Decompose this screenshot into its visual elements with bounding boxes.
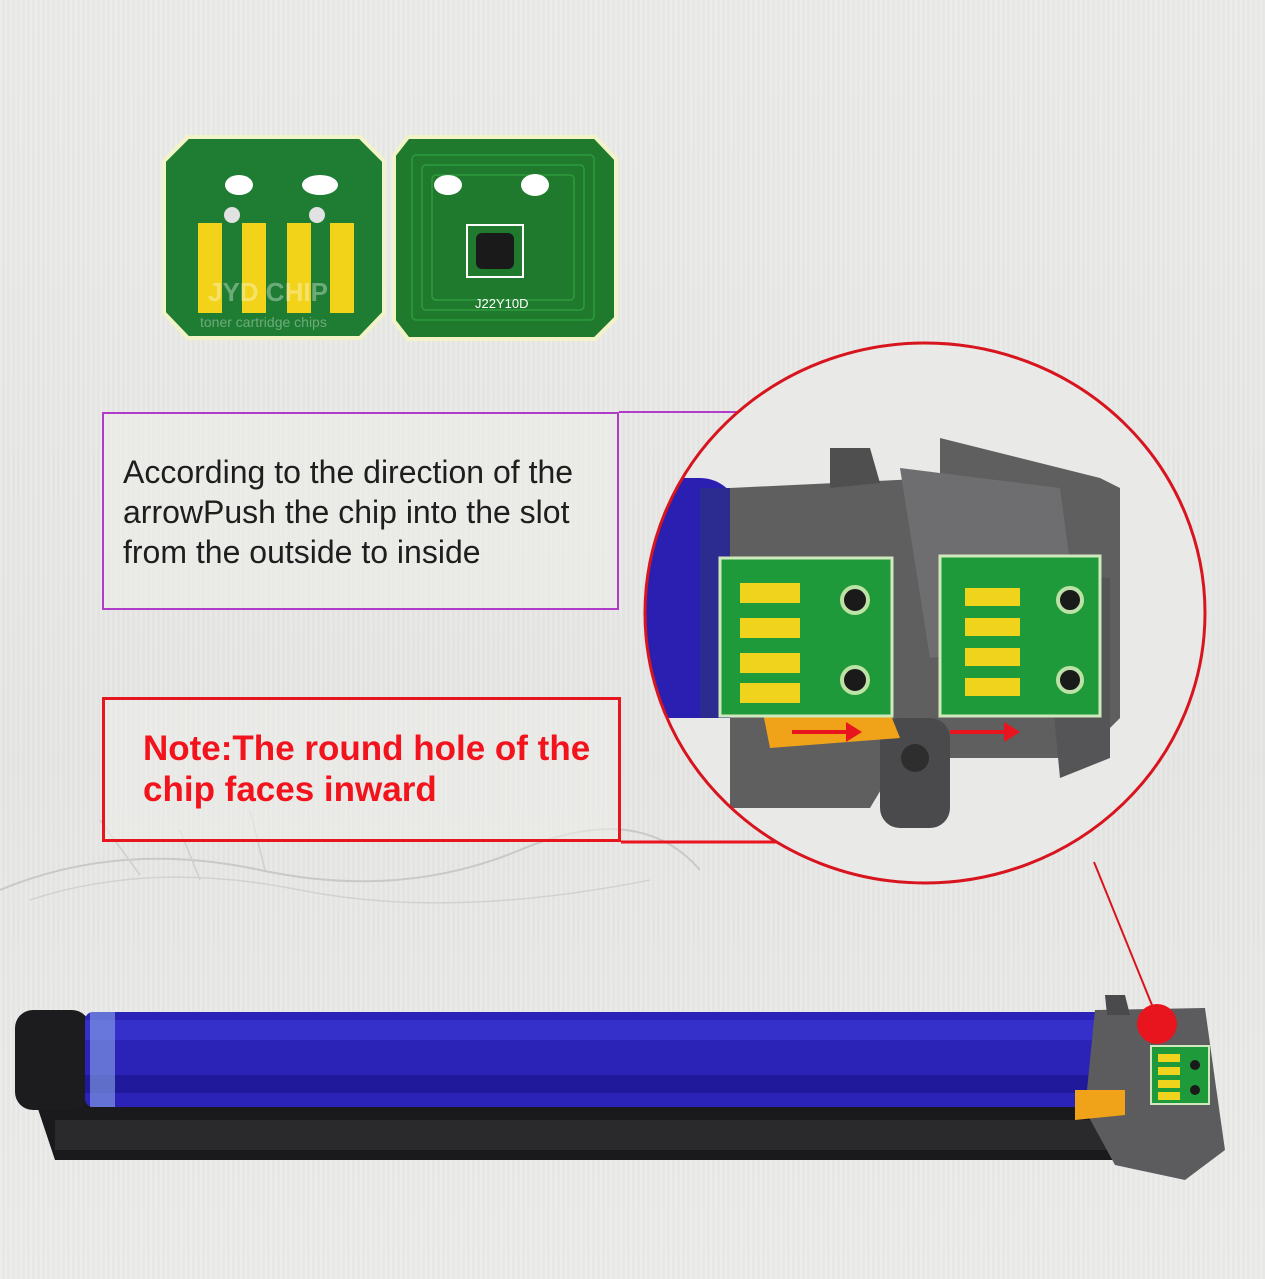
- right-arrow-icon: [792, 722, 862, 742]
- hole-icon: [225, 175, 253, 195]
- chip-watermark: JYD CHIP: [208, 277, 328, 307]
- right-arrow-icon: [950, 722, 1020, 742]
- instruction-text: According to the direction of the arrowP…: [123, 454, 574, 570]
- chip-back-image: JYD CHIP toner cartridge chips: [162, 135, 386, 340]
- hole-icon: [434, 175, 462, 195]
- chip-watermark-sub: toner cartridge chips: [200, 314, 327, 330]
- chip-front-image: J22Y10D: [392, 135, 618, 341]
- drum-unit-image: [15, 995, 1225, 1180]
- note-text: Note:The round hole of the chip faces in…: [143, 729, 591, 809]
- note-box: [102, 697, 621, 842]
- zoom-callout: [643, 341, 1207, 885]
- gold-contacts: [198, 223, 354, 313]
- hole-icon: [302, 175, 338, 195]
- red-dot-icon: [1137, 1004, 1177, 1044]
- chip-marking: J22Y10D: [475, 296, 528, 311]
- hole-icon: [521, 174, 549, 196]
- info-box: [102, 412, 619, 610]
- chip-ic: [476, 233, 514, 269]
